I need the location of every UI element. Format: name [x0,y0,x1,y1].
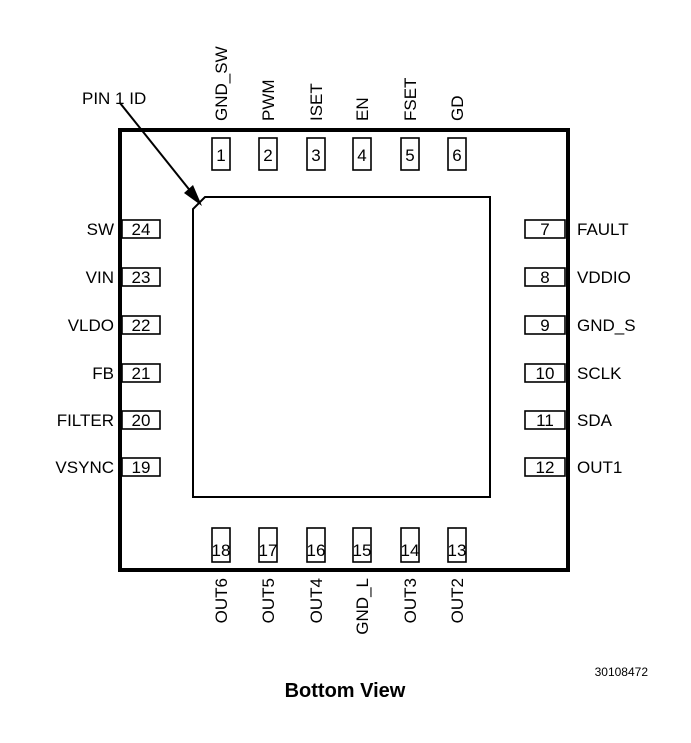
pin-number: 10 [536,364,555,383]
pin-pad [352,137,372,171]
pin1-arrow-head [184,185,202,206]
pin-pad [258,527,278,563]
pin-number: 18 [212,541,231,560]
pin-number: 16 [307,541,326,560]
pin-pad [352,527,372,563]
pin-number: 13 [448,541,467,560]
pin-number: 15 [353,541,372,560]
pin-number: 24 [132,220,151,239]
pin-number: 11 [536,411,554,430]
pin-number: 12 [536,458,555,477]
pins-top: 1 GND_SW 2 PWM 3 ISET 4 EN 5 FSET 6 GD [211,46,467,171]
pins-right: 7 FAULT 8 VDDIO 9 GND_S 10 SCLK 11 SDA 12 OUT1 [524,219,636,477]
pin-number: 2 [263,146,272,165]
pin-pad [306,137,326,171]
pin-name: FSET [401,78,420,121]
pin-name: PWM [259,79,278,121]
pin-pad [447,137,467,171]
pin-name: FAULT [577,220,629,239]
pin-number: 22 [132,316,151,335]
pin-name: SW [87,220,114,239]
pin-pad [524,267,566,287]
pin-name: VIN [86,268,114,287]
pin-number: 4 [357,146,366,165]
pin-pad [524,363,566,383]
pin-number: 20 [132,411,151,430]
pin-pad [258,137,278,171]
pin-pad [121,410,161,430]
pin-pad [121,457,161,477]
pin-pad [121,315,161,335]
pin-pad [211,137,231,171]
pin-name: FB [92,364,114,383]
pin-name: GND_SW [212,46,231,121]
pin-pad [121,219,161,239]
exposed-pad [192,196,491,498]
pin-number: 8 [540,268,549,287]
pin-name: GD [448,96,467,122]
pin-number: 21 [132,364,151,383]
pin-number: 23 [132,268,151,287]
pin-number: 19 [132,458,151,477]
pin-name: FILTER [57,411,114,430]
pin-name: VLDO [68,316,114,335]
pin-number: 6 [452,146,461,165]
view-title: Bottom View [285,680,406,702]
pin-name: GND_S [577,316,636,335]
pin-name: OUT4 [307,578,326,623]
pin-number: 5 [405,146,414,165]
pin-pad [211,527,231,563]
pin-number: 9 [540,316,549,335]
pin-pad [121,267,161,287]
pin-number: 7 [540,220,549,239]
pin-number: 1 [216,146,225,165]
document-code: 30108472 [595,665,649,679]
pin-pad [447,527,467,563]
pin-number: 17 [259,541,278,560]
package-outline [118,128,570,572]
pin-pad [524,457,566,477]
pin1-arrow-line [119,102,197,199]
pin-name: SCLK [577,364,622,383]
pin-name: ISET [307,83,326,121]
pin-pad [306,527,326,563]
pin-pad [400,527,420,563]
pin-pad [524,410,566,430]
pin-pad [121,363,161,383]
pin1-id-label: PIN 1 ID [82,89,146,108]
pin-name: OUT3 [401,578,420,623]
pin-pad [400,137,420,171]
pin-name: OUT2 [448,578,467,623]
pin-number: 14 [401,541,420,560]
pin-name: OUT5 [259,578,278,623]
pins-left: 24 SW 23 VIN 22 VLDO 21 FB 20 FILTER 19 VSYNC [55,219,161,477]
pin-name: OUT1 [577,458,622,477]
pin-number: 3 [311,146,320,165]
pin-pad [524,315,566,335]
pin-name: GND_L [353,578,372,635]
pin-pad [524,219,566,239]
pin-name: EN [353,97,372,121]
pin-name: SDA [577,411,613,430]
pin-name: OUT6 [212,578,231,623]
pin-name: VSYNC [55,458,114,477]
pin-name: VDDIO [577,268,631,287]
